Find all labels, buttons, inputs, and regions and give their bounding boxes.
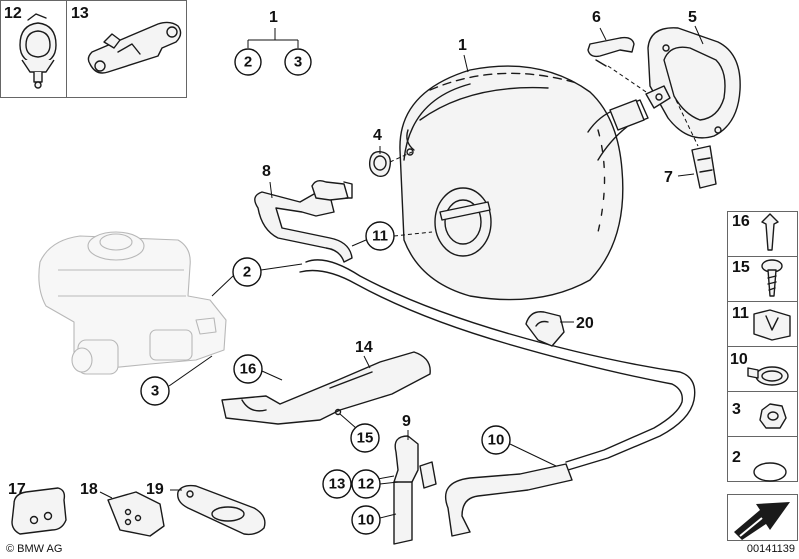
callout-10-lower-label: 10 [358,512,375,529]
sidebar-item-16-label: 16 [732,213,750,230]
hose-bend [444,463,573,537]
callout-17-label: 17 [8,481,26,498]
callout-15-label: 15 [357,430,374,447]
callout-13-lower-label: 13 [329,476,346,493]
parts-sidebar: 16 15 11 10 3 2 [727,211,798,541]
callout-11-label: 11 [372,228,388,245]
sidebar-item-2-label: 2 [732,449,741,466]
master-cylinder-ghost [38,231,227,375]
callout-1-top-label: 1 [269,9,278,26]
callout-20-label: 20 [576,315,594,332]
diagram-code: 00141139 [746,543,795,555]
callout-9-label: 9 [402,413,411,430]
bracket-icon [87,21,182,74]
callout-2-branch-label: 2 [244,54,252,71]
sidebar-item-15-label: 15 [732,259,750,276]
wrench-icon [734,502,790,540]
inset-box-12: 12 [0,0,67,98]
brake-booster [399,65,649,301]
callout-19-label: 19 [146,481,164,498]
grommet [368,150,392,177]
sidebar-item-3-label: 3 [732,401,741,418]
callout-10-right-label: 10 [488,432,505,449]
callout-8-label: 8 [262,163,271,180]
sidebar-item-11-label: 11 [732,305,749,322]
inset-box-13: 13 [66,0,187,98]
vacuum-hose-with-valve [254,179,353,263]
callout-13-label: 13 [71,5,89,22]
fork-head [645,85,671,109]
hose-holder [221,351,431,425]
callout-2-label: 2 [243,264,251,281]
callout-4-label: 4 [373,127,382,144]
rubber-mount-18 [107,491,165,537]
callout-7-label: 7 [664,169,673,186]
screw-icon [761,259,783,297]
hose-clip [525,311,565,347]
callout-12-label: 12 [4,5,22,22]
o-ring-icon [753,462,787,482]
rubber-mount-19 [177,484,266,536]
grommet-icon [753,309,791,341]
hose-clamp-icon-small [747,366,789,386]
gasket-plate [647,27,741,139]
callout-12-lower-label: 12 [358,476,375,493]
callout-5-label: 5 [688,9,697,26]
callout-3-branch-label: 3 [294,54,302,71]
callout-group-1: 1 2 3 [234,9,312,76]
callout-14-label: 14 [355,339,373,356]
vacuum-line [299,259,696,471]
callout-16-label: 16 [240,361,257,378]
rubber-mount-17 [11,487,67,535]
lock-clip [587,36,635,67]
hex-nut-icon [759,403,787,429]
callout-3-label: 3 [151,383,159,400]
callout-1-label: 1 [458,37,467,54]
callout-18-label: 18 [80,481,98,498]
copyright-text: © BMW AG [6,543,63,555]
hose-elbow [393,435,437,545]
sidebar-item-10-label: 10 [730,351,748,368]
hose-clamp-icon [19,13,57,89]
expanding-rivet-icon [761,213,779,251]
callout-6-label: 6 [592,9,601,26]
spring-nut [691,145,717,189]
